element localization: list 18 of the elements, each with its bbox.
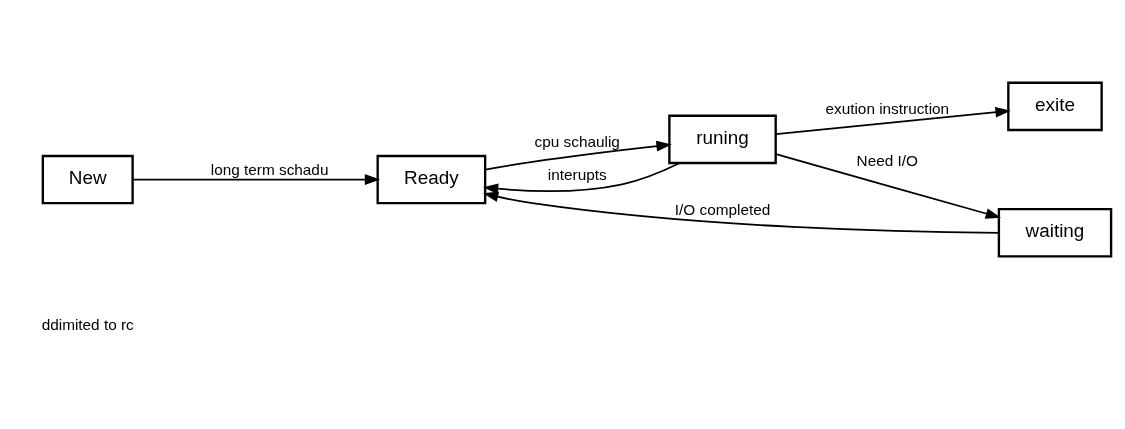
node-box: exite <box>1007 81 1103 131</box>
node-box: waiting <box>997 207 1113 257</box>
edge-label: interupts <box>547 165 607 183</box>
node-box: runing <box>668 114 777 164</box>
node-box: Ready <box>376 154 487 204</box>
edge-label: exution instruction <box>825 99 950 117</box>
arrow <box>482 161 681 194</box>
arrow <box>483 191 1000 234</box>
edge-label: long term schadu <box>210 160 329 178</box>
arrow <box>775 106 1011 135</box>
label: ddimited to rc <box>41 315 134 333</box>
arrow <box>484 140 672 170</box>
arrow <box>775 152 1001 219</box>
arrow <box>131 173 381 185</box>
edge-label: cpu schaulig <box>534 132 620 150</box>
node-box: New <box>41 154 134 204</box>
edge-label: Need I/O <box>856 151 918 169</box>
edge-label: I/O completed <box>674 200 771 218</box>
